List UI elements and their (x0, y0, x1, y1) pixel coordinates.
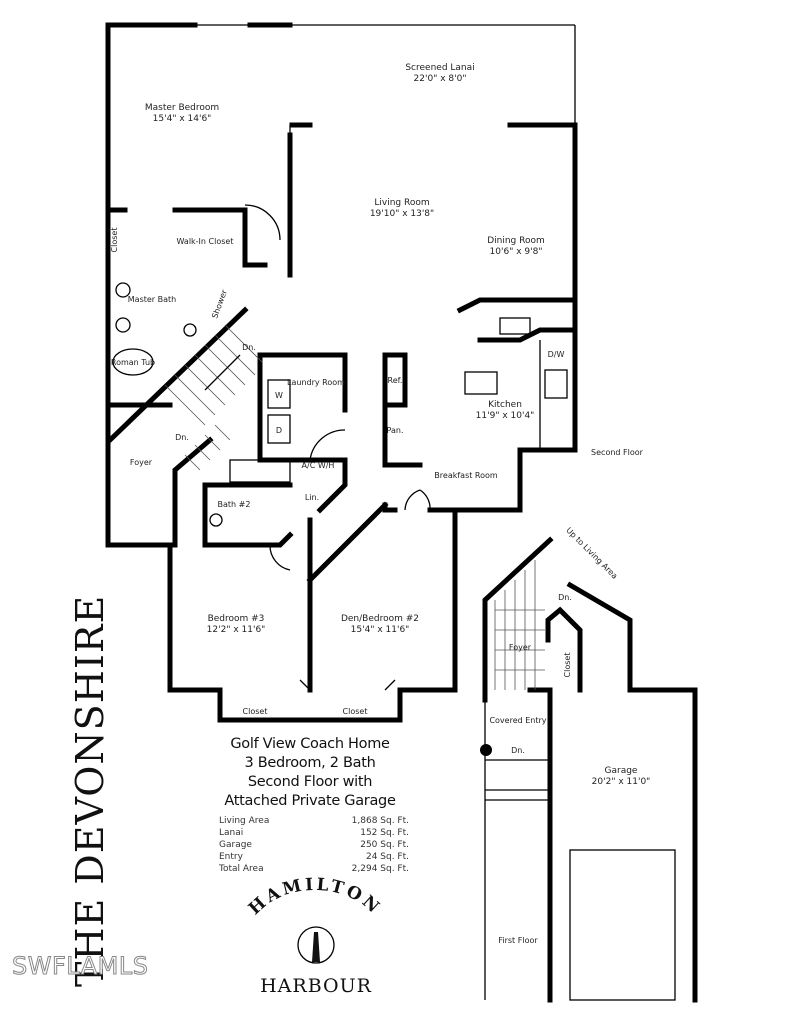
area-label: Lanai (219, 828, 244, 838)
label-linen: Lin. (305, 493, 319, 502)
area-table: Living Area 1,868 Sq. Ft. Lanai 152 Sq. Ft… (205, 815, 415, 875)
label-covered-entry: Covered Entry (489, 716, 546, 725)
room-size-den: 15'4" x 11'6" (351, 625, 410, 635)
garage-door (569, 849, 676, 1001)
staircase (164, 324, 263, 471)
watermark: SWFLAMLS (11, 952, 149, 981)
label-walk-in-closet: Walk-In Closet (177, 237, 234, 246)
label-pantry: Pan. (387, 426, 404, 435)
toilet (183, 323, 197, 337)
label-dn: Dn. (242, 343, 256, 352)
label-breakfast: Breakfast Room (434, 471, 498, 480)
door-swing (269, 544, 291, 571)
lighthouse-icon (312, 932, 320, 962)
label-closet: Closet (563, 653, 572, 678)
area-row: Living Area 1,868 Sq. Ft. (205, 815, 415, 827)
area-row: Total Area 2,294 Sq. Ft. (205, 863, 415, 875)
room-name-bedroom3: Bedroom #3 (208, 614, 265, 624)
walls (105, 22, 578, 723)
summary-line: Second Floor with (247, 774, 373, 790)
label-ref: Ref. (388, 376, 403, 385)
room-size-dining: 10'6" x 9'8" (490, 247, 543, 257)
label-master-bath: Master Bath (128, 295, 176, 304)
first-floor-walls (480, 536, 698, 1003)
label-first-floor: First Floor (498, 936, 538, 945)
area-row: Lanai 152 Sq. Ft. (205, 827, 415, 839)
room-size-living: 19'10" x 13'8" (370, 209, 434, 219)
label-closet: Closet (243, 707, 268, 716)
label-closet: Closet (110, 228, 119, 253)
room-name-kitchen: Kitchen (488, 400, 522, 410)
fixtures (112, 204, 568, 571)
label-dn: Dn. (558, 593, 572, 602)
logo-bottom-text: HARBOUR (260, 975, 372, 997)
label-dn: Dn. (175, 433, 189, 442)
room-name-den: Den/Bedroom #2 (341, 614, 419, 624)
label-up-to-living: Up to Living Area (564, 526, 619, 581)
bathtub (229, 459, 291, 483)
svg-text:HAMILTON: HAMILTON (245, 875, 385, 919)
door-swing (309, 429, 346, 461)
logo-circle (297, 926, 335, 964)
summary-line: Attached Private Garage (224, 793, 396, 809)
room-size-kitchen: 11'9" x 10'4" (476, 411, 535, 421)
light-fixture (480, 744, 492, 756)
label-washer: W (275, 391, 283, 400)
toilet (209, 513, 223, 527)
label-dn: Dn. (511, 746, 525, 755)
sink (115, 282, 131, 298)
label-dryer: D (276, 426, 282, 435)
area-label: Entry (219, 852, 243, 862)
label-second-floor: Second Floor (591, 448, 644, 457)
room-size-garage: 20'2" x 11'0" (592, 777, 651, 787)
plan-summary: Golf View Coach Home 3 Bedroom, 2 Bath S… (205, 735, 415, 875)
logo-top-text: HAMILTON (245, 875, 382, 919)
area-value: 2,294 Sq. Ft. (351, 864, 409, 874)
room-size-master: 15'4" x 14'6" (153, 114, 212, 124)
summary-line: Golf View Coach Home (230, 736, 390, 752)
washer (267, 379, 291, 409)
sink (115, 317, 131, 333)
dryer (267, 414, 291, 444)
room-name-master: Master Bedroom (145, 103, 219, 113)
area-label: Garage (219, 840, 252, 850)
roman-tub (112, 348, 154, 376)
label-bath2: Bath #2 (218, 500, 251, 509)
label-ac-wh: A/C W/H (302, 461, 335, 470)
kitchen-island (464, 371, 498, 395)
room-name-garage: Garage (605, 766, 638, 776)
area-value: 250 Sq. Ft. (360, 840, 409, 850)
door-swing (244, 204, 281, 241)
label-shower: Shower (210, 288, 229, 320)
label-closet: Closet (343, 707, 368, 716)
room-name-living: Living Room (374, 198, 429, 208)
area-row: Garage 250 Sq. Ft. (205, 839, 415, 851)
area-value: 1,868 Sq. Ft. (351, 816, 409, 826)
label-roman-tub: Roman Tub (111, 358, 155, 367)
plan-title: THE DEVONSHIRE (68, 594, 112, 987)
area-row: Entry 24 Sq. Ft. (205, 851, 415, 863)
label-foyer: Foyer (130, 458, 153, 467)
room-size-lanai: 22'0" x 8'0" (414, 74, 467, 84)
label-laundry: Laundry Room (287, 378, 345, 387)
area-label: Living Area (219, 816, 270, 826)
kitchen-sink (499, 317, 531, 335)
room-name-lanai: Screened Lanai (405, 63, 474, 73)
area-value: 152 Sq. Ft. (360, 828, 409, 838)
area-label: Total Area (219, 864, 264, 874)
label-foyer: Foyer (509, 643, 532, 652)
summary-line: 3 Bedroom, 2 Bath (244, 755, 376, 771)
label-dishwasher: D/W (548, 350, 565, 359)
area-value: 24 Sq. Ft. (365, 852, 409, 862)
room-name-dining: Dining Room (487, 236, 545, 246)
double-door (404, 489, 431, 511)
room-size-bedroom3: 12'2" x 11'6" (207, 625, 266, 635)
hamilton-harbour-logo: HAMILTON HARBOUR (245, 875, 385, 997)
range (544, 369, 568, 399)
